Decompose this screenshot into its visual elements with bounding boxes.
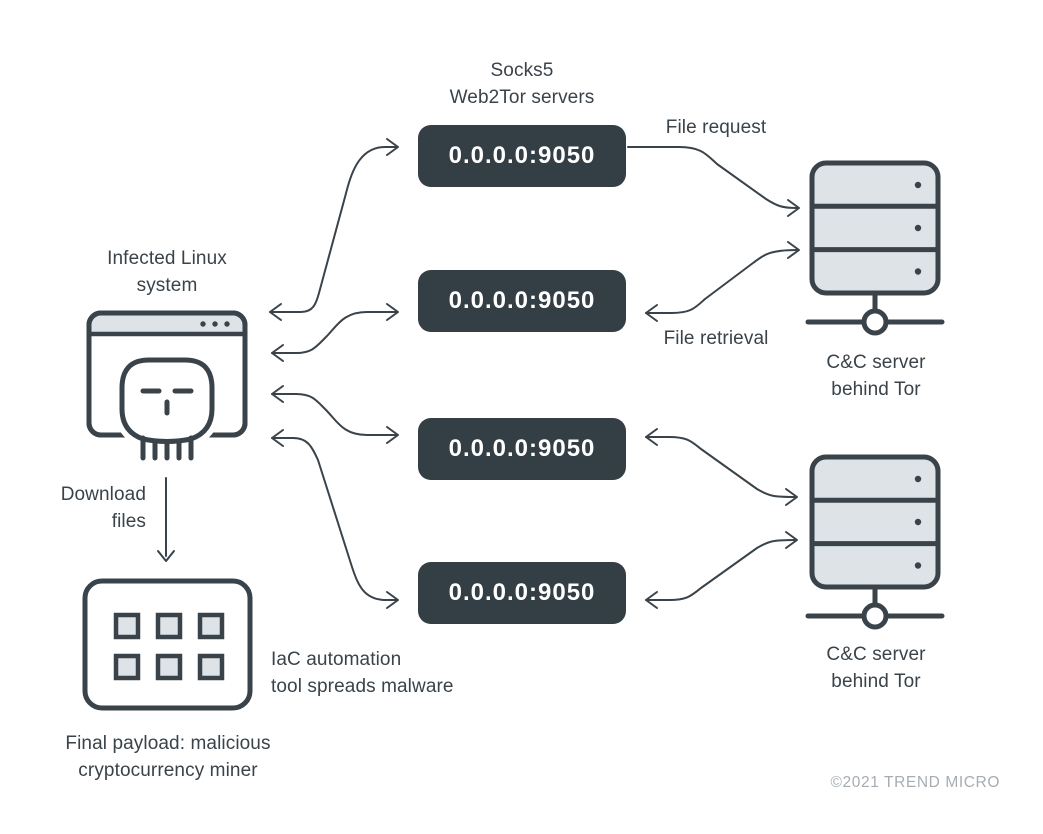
final-payload-line1: Final payload: malicious <box>65 733 271 754</box>
skull-teeth <box>140 435 194 461</box>
cc-server-line1: C&C server <box>826 644 926 665</box>
arrowhead-right <box>386 138 399 156</box>
socks-proxy-box-2: 0.0.0.0:9050 <box>418 270 626 332</box>
connector-box1-server1 <box>627 146 798 209</box>
connector-system-box1 <box>269 146 397 313</box>
file-retrieval-label: File retrieval <box>663 328 769 349</box>
arrowhead-left <box>269 303 282 321</box>
socks5-title: Socks5 Web2Tor servers <box>397 57 647 111</box>
download-files-label: Download files <box>38 481 146 535</box>
arrowhead-down <box>157 550 175 562</box>
socks-proxy-box-1: 0.0.0.0:9050 <box>418 125 626 187</box>
arrowhead-right <box>787 199 800 217</box>
infected-system-label: Infected Linux system <box>67 245 267 299</box>
infected-system-line2: system <box>136 275 198 296</box>
cc-server-line2: behind Tor <box>831 379 921 400</box>
server-led <box>914 475 922 483</box>
proxy-address: 0.0.0.0:9050 <box>448 435 596 462</box>
arrowhead-right <box>386 426 399 444</box>
cc-server-line2: behind Tor <box>831 671 921 692</box>
socks-proxy-box-3: 0.0.0.0:9050 <box>418 418 626 480</box>
network-node <box>861 602 889 630</box>
server-stack-icon-top <box>805 160 945 336</box>
server-led <box>914 518 922 526</box>
iac-note-line1: IaC automation <box>271 649 402 670</box>
iac-note-label: IaC automation tool spreads malware <box>271 646 511 700</box>
network-node <box>861 308 889 336</box>
cc-server-label-top: C&C server behind Tor <box>796 349 956 403</box>
iac-note-line2: tool spreads malware <box>271 676 454 697</box>
arrowhead-right <box>785 531 798 549</box>
arrowhead-left <box>645 304 658 322</box>
socks-proxy-box-4: 0.0.0.0:9050 <box>418 562 626 624</box>
arrowhead-right <box>785 488 798 506</box>
payload-square <box>113 612 141 640</box>
payload-box <box>82 578 253 711</box>
arrowhead-right <box>386 303 399 321</box>
window-dot <box>212 321 218 327</box>
file-request-label: File request <box>665 117 767 138</box>
browser-titlebar <box>89 313 245 334</box>
socks5-title-line2: Web2Tor servers <box>449 87 595 108</box>
socks5-title-line1: Socks5 <box>490 60 554 81</box>
window-dot <box>200 321 206 327</box>
app-grid-icon <box>82 578 253 711</box>
connector-system-box2 <box>271 311 397 354</box>
server-led <box>914 224 922 232</box>
download-line2: files <box>111 511 146 532</box>
infected-system-line1: Infected Linux <box>107 248 227 269</box>
payload-square <box>113 653 141 681</box>
connector-server1-box2 <box>645 249 798 314</box>
skull-browser-icon <box>86 310 248 464</box>
arrowhead-right <box>386 591 399 609</box>
arrowhead-left <box>271 385 284 403</box>
payload-square <box>197 653 225 681</box>
server-led <box>914 268 922 275</box>
final-payload-line2: cryptocurrency miner <box>78 760 258 781</box>
connector-lines <box>157 138 800 609</box>
server-led <box>914 562 922 569</box>
arrowhead-left <box>271 344 284 362</box>
download-line1: Download <box>60 484 146 505</box>
cc-server-line1: C&C server <box>826 352 926 373</box>
cc-server-label-bottom: C&C server behind Tor <box>796 641 956 695</box>
arrowhead-left <box>645 591 658 609</box>
final-payload-label: Final payload: malicious cryptocurrency … <box>37 730 299 784</box>
arrowhead-right <box>787 241 800 259</box>
copyright-text: ©2021 TREND MICRO <box>830 774 1000 791</box>
payload-square <box>155 612 183 640</box>
connector-system-box3 <box>271 393 397 436</box>
server-stack-icon-bottom <box>805 454 945 630</box>
proxy-address: 0.0.0.0:9050 <box>448 142 596 169</box>
proxy-address: 0.0.0.0:9050 <box>448 579 596 606</box>
connector-box4-server2 <box>645 539 796 601</box>
arrowhead-left <box>271 429 284 447</box>
connector-system-box4 <box>271 437 397 601</box>
payload-square <box>197 612 225 640</box>
payload-square <box>155 653 183 681</box>
arrowhead-left <box>645 428 658 446</box>
connector-box3-server2 <box>645 436 796 498</box>
proxy-address: 0.0.0.0:9050 <box>448 287 596 314</box>
window-dot <box>224 321 230 327</box>
server-led <box>914 181 922 189</box>
